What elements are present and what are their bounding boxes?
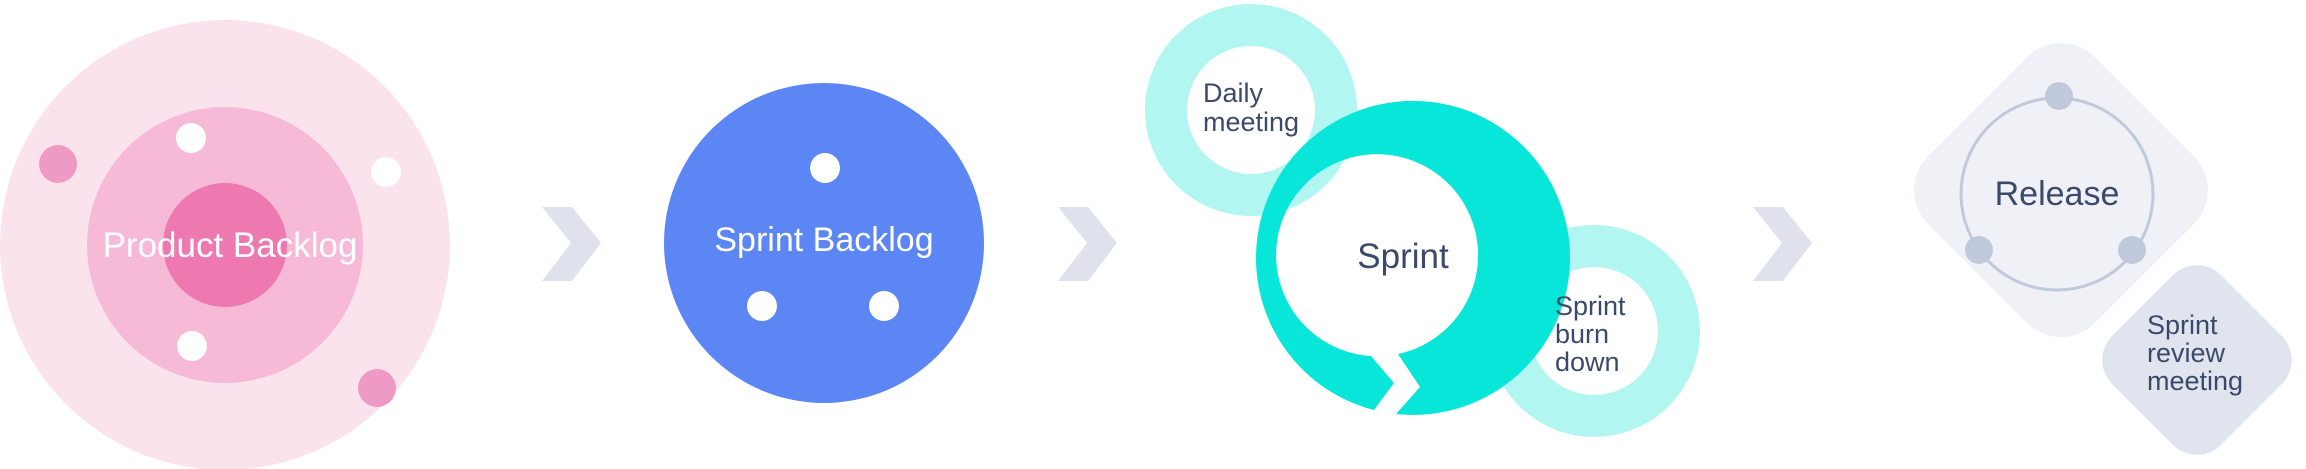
product-backlog-white-dot [176, 123, 206, 153]
sprint-backlog-label: Sprint Backlog [714, 221, 933, 259]
sprint-burn-down-label: Sprint burn down [1555, 291, 1633, 377]
sprint-burn-down-label-line1: Sprint [1555, 291, 1626, 321]
release-label: Release [1995, 175, 2120, 213]
product-backlog-white-dot [371, 157, 401, 187]
daily-meeting-label-line1: Daily [1203, 78, 1264, 108]
sprint-label: Sprint [1357, 237, 1449, 276]
product-backlog-white-dot [177, 331, 207, 361]
sprint-backlog-white-dot [869, 291, 899, 321]
chevron-right-icon [1753, 207, 1812, 281]
sprint-burn-down-label-line3: down [1555, 347, 1620, 377]
chevron-right-icon [542, 207, 601, 281]
chevron-right-icon [1058, 207, 1117, 281]
product-backlog-pink-dot [39, 145, 77, 183]
release-group: Release Sprint review meeting [1914, 43, 2292, 455]
daily-meeting-label-line2: meeting [1203, 107, 1299, 137]
product-backlog-inner-circle [163, 183, 287, 307]
release-node [1965, 236, 1993, 264]
release-node [2045, 82, 2073, 110]
daily-meeting-label: Daily meeting [1203, 78, 1299, 137]
sprint-ring [1256, 100, 1571, 415]
sprint-backlog-group: Sprint Backlog [664, 83, 984, 403]
sprint-review-meeting-label: Sprint review meeting [2147, 310, 2243, 396]
sprint-backlog-white-dot [810, 153, 840, 183]
product-backlog-label: Product Backlog [103, 226, 358, 265]
release-node [2118, 236, 2146, 264]
product-backlog-pink-dot [358, 369, 396, 407]
sprint-review-meeting-label-line3: meeting [2147, 366, 2243, 396]
sprint-burn-down-label-line2: burn [1555, 319, 1609, 349]
product-backlog-group: Product Backlog [0, 20, 450, 469]
sprint-review-meeting-diamond [2102, 265, 2292, 455]
sprint-review-meeting-label-line1: Sprint [2147, 310, 2218, 340]
sprint-backlog-circle [664, 83, 984, 403]
sprint-group: Daily meeting Sprint Sprint burn down [1145, 4, 1700, 437]
daily-meeting-ring [1145, 4, 1357, 216]
sprint-backlog-white-dot [747, 291, 777, 321]
sprint-review-meeting-label-line2: review [2147, 338, 2226, 368]
